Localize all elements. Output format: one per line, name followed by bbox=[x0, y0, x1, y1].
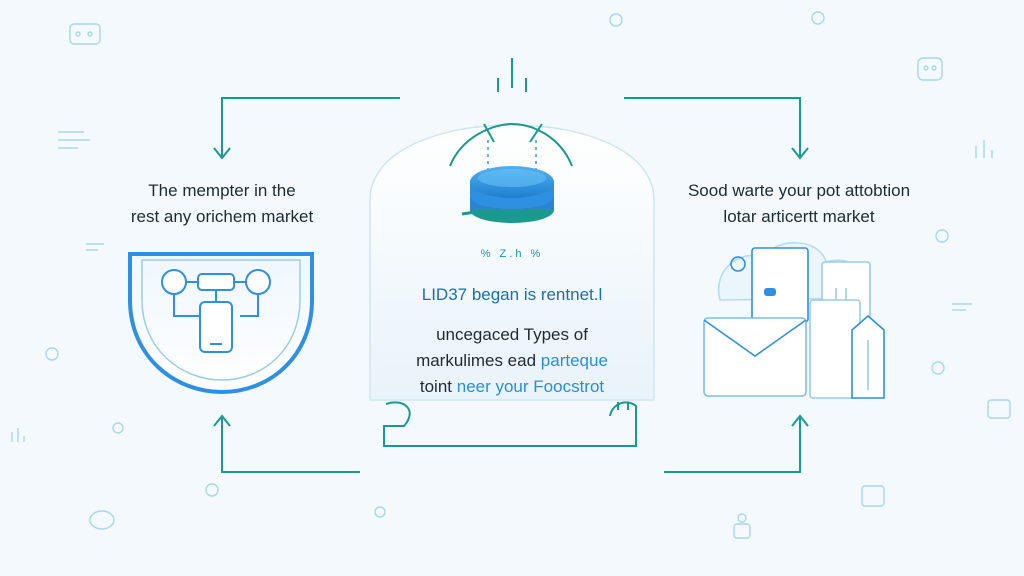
left-caption-line2: rest any orichem market bbox=[130, 207, 314, 226]
left-panel-graphic bbox=[128, 252, 314, 395]
gear-icon bbox=[931, 361, 945, 375]
bar-chart-icon bbox=[975, 140, 993, 158]
smile-icon bbox=[45, 347, 59, 361]
leaf-icon bbox=[89, 510, 115, 530]
arrow-head-down-left bbox=[213, 147, 231, 160]
cube-icon bbox=[861, 485, 885, 507]
database-disk-icon bbox=[461, 166, 554, 223]
network-icon bbox=[161, 269, 271, 317]
center-text-block: LID37 began is rentnet.l uncegaced Types… bbox=[380, 282, 644, 400]
document-chip bbox=[764, 288, 776, 296]
arrow-head-up-left bbox=[213, 414, 231, 427]
document-icon bbox=[851, 314, 885, 399]
center-small-label: % Z.h % bbox=[480, 248, 544, 260]
signal-lines bbox=[449, 58, 573, 167]
arrow-head-down-right bbox=[791, 147, 809, 160]
phone-icon bbox=[199, 301, 233, 353]
center-line3-highlight: parteque bbox=[540, 351, 608, 370]
arrow-head-up-right bbox=[791, 414, 809, 427]
smile-icon bbox=[935, 229, 949, 243]
left-caption: The mempter in the rest any orichem mark… bbox=[100, 178, 344, 230]
left-caption-line1: The mempter in the bbox=[148, 181, 296, 200]
center-line2: uncegaced Types of bbox=[436, 325, 588, 344]
smile-icon bbox=[609, 13, 623, 27]
flow-connectors bbox=[213, 97, 809, 473]
right-panel-graphic bbox=[703, 241, 885, 399]
dot-icon bbox=[112, 422, 124, 434]
arrow-top-right bbox=[624, 97, 801, 156]
person-icon bbox=[733, 513, 751, 539]
chat-bubble-icon bbox=[69, 23, 101, 45]
center-panel bbox=[369, 58, 655, 401]
center-line4: toint neer your Foocstrot bbox=[380, 374, 644, 400]
center-line4-highlight: neer your Foocstrot bbox=[456, 377, 605, 396]
smile-icon bbox=[811, 11, 825, 25]
arrow-bottom-left bbox=[221, 418, 360, 473]
smile-icon bbox=[205, 483, 219, 497]
bar-chart-icon bbox=[11, 428, 25, 442]
dash-icon bbox=[952, 303, 972, 311]
envelope-icon bbox=[703, 317, 807, 397]
dot-icon bbox=[374, 506, 386, 518]
chat-bubble-icon bbox=[987, 399, 1011, 419]
loop-connector bbox=[383, 401, 637, 447]
center-title: LID37 began is rentnet.l bbox=[421, 285, 603, 304]
right-caption-line1: Sood warte your pot attobtion bbox=[687, 181, 911, 200]
center-line3-plain: markulimes ead bbox=[416, 351, 537, 370]
right-caption-line2: lotar articertt market bbox=[723, 207, 875, 226]
loop-connector-hooks bbox=[617, 402, 629, 410]
right-caption: Sood warte your pot attobtion lotar arti… bbox=[664, 178, 934, 230]
bars-icon bbox=[58, 131, 90, 149]
background-decorations bbox=[11, 11, 1011, 539]
robot-icon bbox=[917, 57, 943, 81]
document-back bbox=[751, 247, 809, 323]
center-line3: markulimes ead parteque bbox=[380, 348, 644, 374]
center-line4-plain: toint bbox=[419, 377, 452, 396]
dash-icon bbox=[86, 243, 104, 251]
arrow-bottom-right bbox=[664, 418, 801, 473]
arrow-top-left bbox=[221, 97, 400, 156]
